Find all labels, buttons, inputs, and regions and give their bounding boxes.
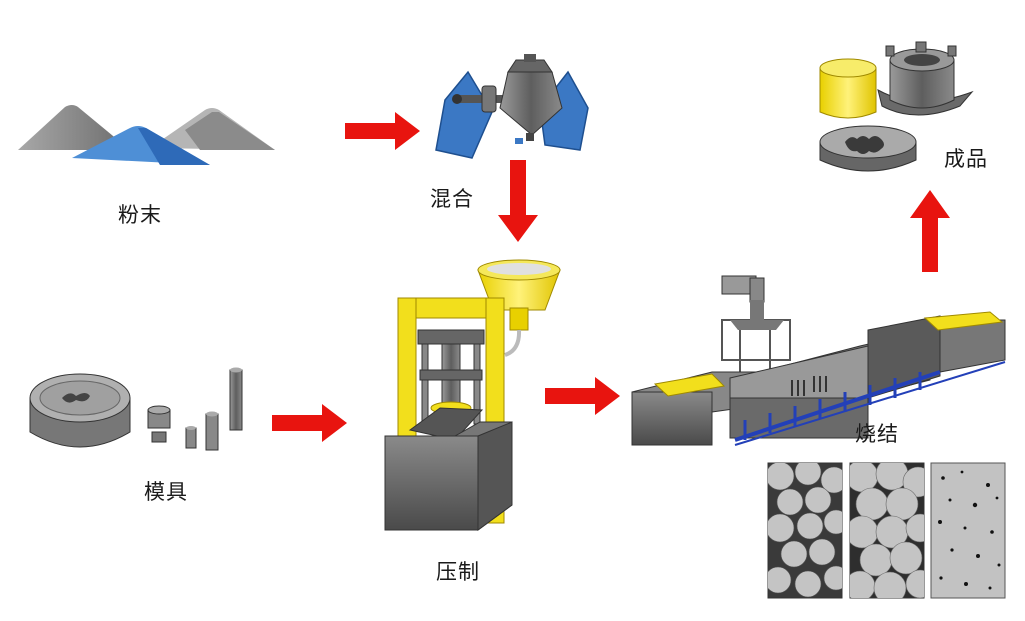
arrow-sintering-to-product xyxy=(910,190,950,272)
label-mixing: 混合 xyxy=(430,187,474,211)
arrow-mold-to-pressing xyxy=(272,404,347,442)
arrow-pressing-to-sintering xyxy=(545,377,620,415)
label-powder: 粉末 xyxy=(118,203,162,227)
powder-piles-icon xyxy=(18,105,275,165)
label-sintering: 烧结 xyxy=(855,422,899,446)
label-pressing: 压制 xyxy=(436,560,480,584)
mold-dies-icon xyxy=(29,367,243,451)
mixer-icon xyxy=(435,54,589,159)
label-product: 成品 xyxy=(944,147,988,171)
finished-parts-icon xyxy=(819,41,974,172)
arrow-powder-to-mixing xyxy=(345,112,420,150)
press-machine-icon xyxy=(384,259,561,531)
arrow-mixing-to-pressing xyxy=(498,160,538,242)
label-mold: 模具 xyxy=(144,480,188,504)
microstructure-icon xyxy=(767,462,1006,599)
sintering-furnace-icon xyxy=(631,275,1006,446)
